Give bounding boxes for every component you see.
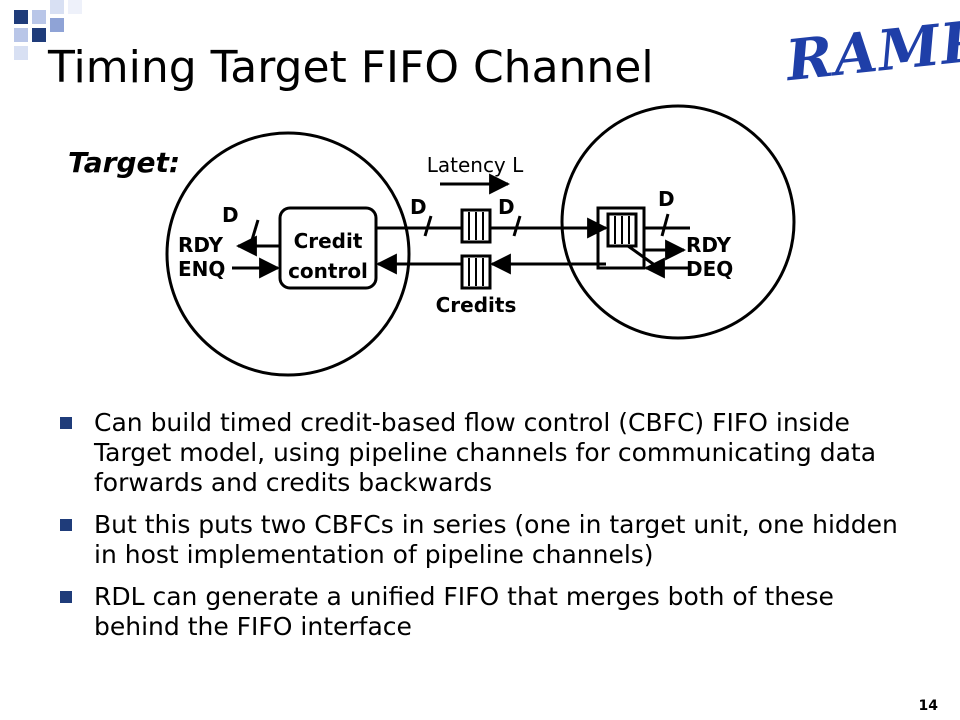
bullet-item: Can build timed credit-based flow contro… xyxy=(60,408,920,498)
target-label: Target: xyxy=(68,146,180,179)
bullet-text: Can build timed credit-based flow contro… xyxy=(94,408,877,497)
corner-square xyxy=(50,18,64,32)
bullet-square-icon xyxy=(60,519,72,531)
corner-square xyxy=(50,0,64,14)
left-enq-label: ENQ xyxy=(178,257,225,281)
left-rdy-label: RDY xyxy=(178,233,224,257)
corner-square xyxy=(68,0,82,14)
right-d-label: D xyxy=(658,187,675,211)
mid-d1-slash xyxy=(423,215,433,237)
bullet-item: But this puts two CBFCs in series (one i… xyxy=(60,510,920,570)
receive-fifo-outer xyxy=(596,206,646,270)
mid-d2-slash xyxy=(512,215,522,237)
corner-square xyxy=(14,46,28,60)
right-d-slash xyxy=(660,213,670,237)
credits-label: Credits xyxy=(436,293,517,317)
left-target-unit-circle xyxy=(165,131,411,377)
credit-control-box xyxy=(278,206,378,290)
corner-square xyxy=(32,10,46,24)
right-rdy-label: RDY xyxy=(686,233,732,257)
bullet-square-icon xyxy=(60,591,72,603)
bullet-text: But this puts two CBFCs in series (one i… xyxy=(94,510,898,569)
bullet-item: RDL can generate a unified FIFO that mer… xyxy=(60,582,920,642)
mid-d2-label: D xyxy=(498,195,515,219)
credit-control-line2: control xyxy=(288,259,368,283)
bullet-square-icon xyxy=(60,417,72,429)
left-d-label: D xyxy=(222,203,239,227)
mid-d1-label: D xyxy=(410,195,427,219)
bullet-text: RDL can generate a unified FIFO that mer… xyxy=(94,582,834,641)
corner-square xyxy=(14,28,28,42)
corner-square xyxy=(14,10,28,24)
latency-label: Latency L xyxy=(427,153,524,177)
page-number: 14 xyxy=(918,698,938,714)
right-target-unit-circle xyxy=(560,104,796,340)
corner-square xyxy=(32,28,46,42)
fifo-channel-diagram: Target: Credit control D RDY ENQ D D Cre… xyxy=(68,104,796,377)
bullet-list: Can build timed credit-based flow contro… xyxy=(60,408,920,654)
right-deq-label: DEQ xyxy=(686,257,733,281)
credit-control-line1: Credit xyxy=(294,229,363,253)
slide-title: Timing Target FIFO Channel xyxy=(48,42,654,93)
left-d-slash xyxy=(250,219,260,241)
